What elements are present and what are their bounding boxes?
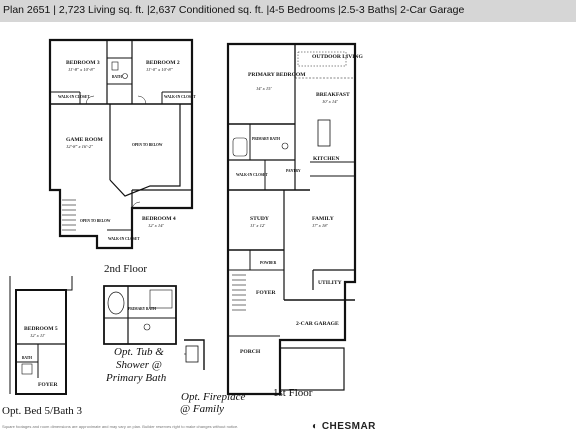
- first-floor-plan: [226, 42, 357, 396]
- label-pantry: PANTRY: [286, 169, 301, 173]
- caption-opt-fireplace-2: @ Family: [180, 403, 225, 415]
- dims-bedroom2: 11'-0" x 10'-8": [146, 67, 173, 72]
- dims-study: 11' x 12': [250, 223, 266, 228]
- dims-bedroom5: 12' x 11': [30, 333, 46, 338]
- opt-tub-plan: [103, 285, 177, 345]
- chesmar-logo: ◐ CHESMAR: [312, 421, 376, 432]
- label-walkin: WALK-IN CLOSET: [236, 173, 268, 177]
- plan-title: Plan 2651 | 2,723 Living sq. ft. |2,637 …: [3, 4, 465, 16]
- label-outdoor: OUTDOOR LIVING: [312, 54, 363, 60]
- caption-opt-fireplace-1: Opt. Fireplace: [181, 391, 246, 403]
- label-foyer: FOYER: [256, 290, 277, 296]
- dims-bedroom3: 11'-8" x 10'-8": [68, 67, 95, 72]
- dims-breakfast: 10' x 14': [322, 99, 339, 104]
- label-study: STUDY: [250, 216, 269, 222]
- logo-mark-icon: ◐: [312, 421, 319, 432]
- label-powder: POWDER: [260, 261, 277, 265]
- caption-opt-tub-3: Primary Bath: [106, 372, 167, 384]
- dims-family: 17' x 18': [312, 223, 329, 228]
- label-bedroom5: BEDROOM 5: [24, 326, 58, 332]
- label-primary-bath: PRIMARY BATH: [252, 137, 280, 141]
- label-open-below: OPEN TO BELOW: [132, 143, 163, 147]
- caption-2nd-floor: 2nd Floor: [104, 263, 148, 275]
- logo-text: CHESMAR: [321, 421, 376, 432]
- label-foyer-opt: FOYER: [38, 382, 59, 388]
- dims-gameroom: 12'-8" x 16'-2": [66, 144, 93, 149]
- label-garage: 2-CAR GARAGE: [296, 321, 339, 327]
- label-primary-bath-opt: PRIMARY BATH: [128, 307, 156, 311]
- label-family: FAMILY: [312, 216, 334, 222]
- opt-fireplace-plan: [184, 339, 205, 370]
- label-kitchen: KITCHEN: [313, 156, 339, 162]
- label-bath-2nd: BATH: [112, 75, 122, 79]
- caption-opt-bed5: Opt. Bed 5/Bath 3: [2, 405, 83, 417]
- label-bedroom2: BEDROOM 2: [146, 60, 180, 66]
- label-bedroom4: BEDROOM 4: [142, 216, 176, 222]
- footer-disclaimer: Square footages and room dimensions are …: [2, 424, 239, 429]
- label-primary-bedroom: PRIMARY BEDROOM: [248, 72, 306, 78]
- label-utility: UTILITY: [318, 280, 342, 286]
- label-walkin-b4: WALK-IN CLOSET: [108, 237, 140, 241]
- label-breakfast: BREAKFAST: [316, 92, 350, 98]
- label-porch: PORCH: [240, 349, 261, 355]
- label-walkin-right: WALK-IN CLOSET: [164, 95, 196, 99]
- plan-header: Plan 2651 | 2,723 Living sq. ft. |2,637 …: [0, 0, 576, 22]
- caption-opt-tub-1: Opt. Tub &: [114, 346, 164, 358]
- caption-opt-tub-2: Shower @: [116, 359, 162, 371]
- label-bath-opt: BATH: [22, 356, 32, 360]
- label-open-foyer: OPEN TO BELOW: [80, 219, 111, 223]
- second-floor-plan: [48, 38, 194, 250]
- opt-bed5-plan: [9, 276, 73, 395]
- label-bedroom3: BEDROOM 3: [66, 60, 100, 66]
- dims-primary-bedroom: 14' x 15': [256, 86, 273, 91]
- dims-bedroom4: 12' x 14': [148, 223, 165, 228]
- label-walkin-left: WALK-IN CLOSET: [58, 95, 90, 99]
- label-gameroom: GAME ROOM: [66, 137, 104, 143]
- caption-1st-floor: 1st Floor: [273, 387, 313, 399]
